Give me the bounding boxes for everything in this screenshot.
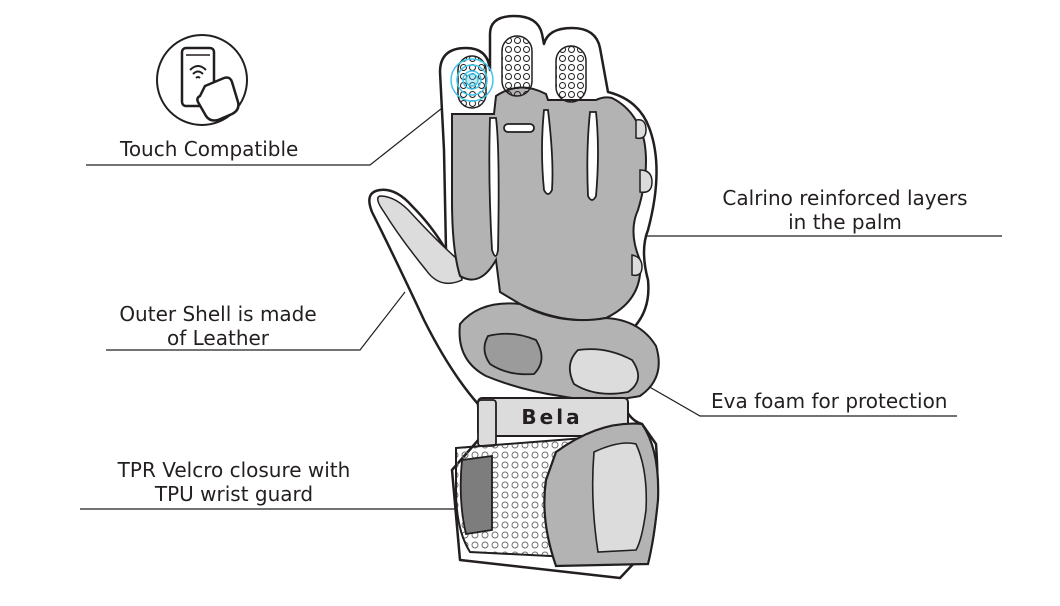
finger-gaps bbox=[488, 109, 599, 257]
leader-line-touch bbox=[86, 85, 471, 166]
label-touch-compatible: Touch Compatible bbox=[120, 137, 299, 161]
fingertip-pads bbox=[457, 35, 587, 109]
tpu-wrist-guard-inner bbox=[591, 442, 648, 553]
touch-phone-icon bbox=[156, 34, 248, 126]
side-bumps bbox=[631, 118, 653, 277]
eva-foam-pad-left bbox=[483, 332, 543, 376]
brand-logo: Bela bbox=[521, 405, 582, 429]
thumb-panel bbox=[377, 195, 463, 285]
eva-foam-pad bbox=[568, 348, 639, 395]
label-eva-foam: Eva foam for protection bbox=[711, 389, 948, 413]
strap-buckle bbox=[477, 399, 497, 447]
leader-line-leather bbox=[106, 291, 406, 351]
cuff-dark-pad bbox=[459, 454, 493, 536]
touch-zone-rings bbox=[450, 58, 494, 102]
